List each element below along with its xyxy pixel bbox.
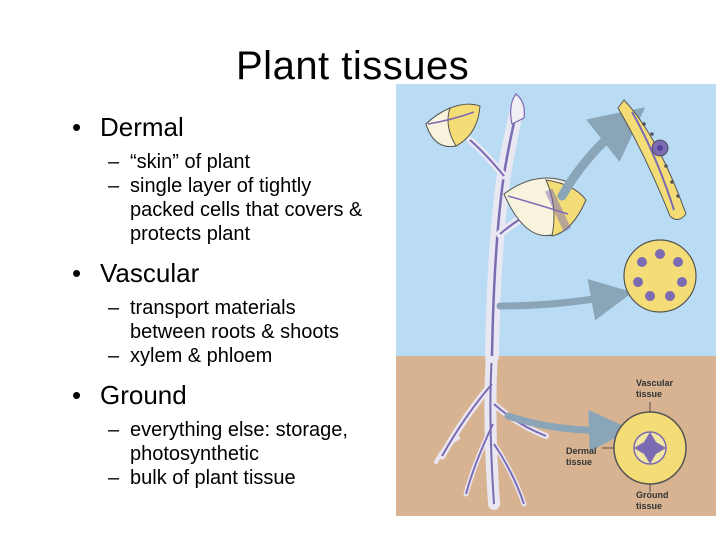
upper-leaf — [425, 103, 481, 148]
label-leader-lines — [602, 402, 651, 492]
bullet-vascular: • Vascular — [72, 258, 412, 288]
label-vascular-tissue-line1: Vascular — [636, 378, 674, 388]
label-ground-tissue-line2: tissue — [636, 501, 662, 511]
sub-bullet: – bulk of plant tissue — [72, 466, 412, 490]
stem-cross-section — [623, 239, 697, 313]
bullet-marker: • — [72, 112, 82, 142]
sub-bullet-line: photosynthetic — [130, 443, 259, 465]
label-ground-tissue-line1: Ground — [636, 490, 669, 500]
leaf-cross-section — [617, 99, 687, 220]
stem-vascular-line — [490, 113, 518, 357]
dash-marker: – — [108, 345, 120, 367]
bullet-heading-vascular: Vascular — [100, 258, 200, 288]
sub-bullet-line: bulk of plant tissue — [130, 467, 296, 489]
label-dermal-tissue-line2: tissue — [566, 457, 592, 467]
figure-labels: Vascular tissue Dermal tissue Ground tis… — [566, 378, 674, 511]
sub-bullet-line: protects plant — [130, 223, 251, 245]
bullet-heading-dermal: Dermal — [100, 112, 184, 142]
sub-bullet: – everything else: storage, photosynthet… — [72, 418, 412, 466]
bullet-ground: • Ground — [72, 380, 412, 410]
bullet-heading-ground: Ground — [100, 380, 187, 410]
sub-bullet-line: packed cells that covers & — [130, 199, 363, 221]
bullet-marker: • — [72, 258, 82, 288]
sub-bullet-line: “skin” of plant — [130, 151, 251, 173]
plant-tissue-diagram: Vascular tissue Dermal tissue Ground tis… — [396, 84, 716, 516]
dash-marker: – — [108, 297, 120, 319]
sub-bullet-line: single layer of tightly — [130, 175, 312, 197]
bullet-marker: • — [72, 380, 82, 410]
shoot-tip — [510, 93, 525, 125]
bullet-list: • Dermal – “skin” of plant – single laye… — [72, 112, 412, 490]
sub-bullet-line: everything else: storage, — [130, 419, 348, 441]
sub-bullet-line: transport materials — [130, 297, 296, 319]
dash-marker: – — [108, 419, 120, 441]
root-cross-section — [613, 411, 687, 485]
sub-bullet-line: xylem & phloem — [130, 345, 273, 367]
root-vascular-lines — [441, 353, 547, 505]
sub-bullet: – xylem & phloem — [72, 344, 412, 368]
sub-bullet: – single layer of tightly packed cells t… — [72, 174, 412, 246]
lower-leaf — [503, 177, 587, 237]
dash-marker: – — [108, 175, 120, 197]
dash-marker: – — [108, 151, 120, 173]
dash-marker: – — [108, 467, 120, 489]
label-vascular-tissue-line2: tissue — [636, 389, 662, 399]
label-dermal-tissue-line1: Dermal — [566, 446, 597, 456]
sub-bullet: – transport materials between roots & sh… — [72, 296, 412, 344]
sub-bullet-line: between roots & shoots — [130, 321, 340, 343]
slide-title: Plant tissues — [236, 44, 470, 88]
sub-bullet: – “skin” of plant — [72, 150, 412, 174]
callout-arrows — [496, 107, 646, 452]
bullet-dermal: • Dermal — [72, 112, 412, 142]
